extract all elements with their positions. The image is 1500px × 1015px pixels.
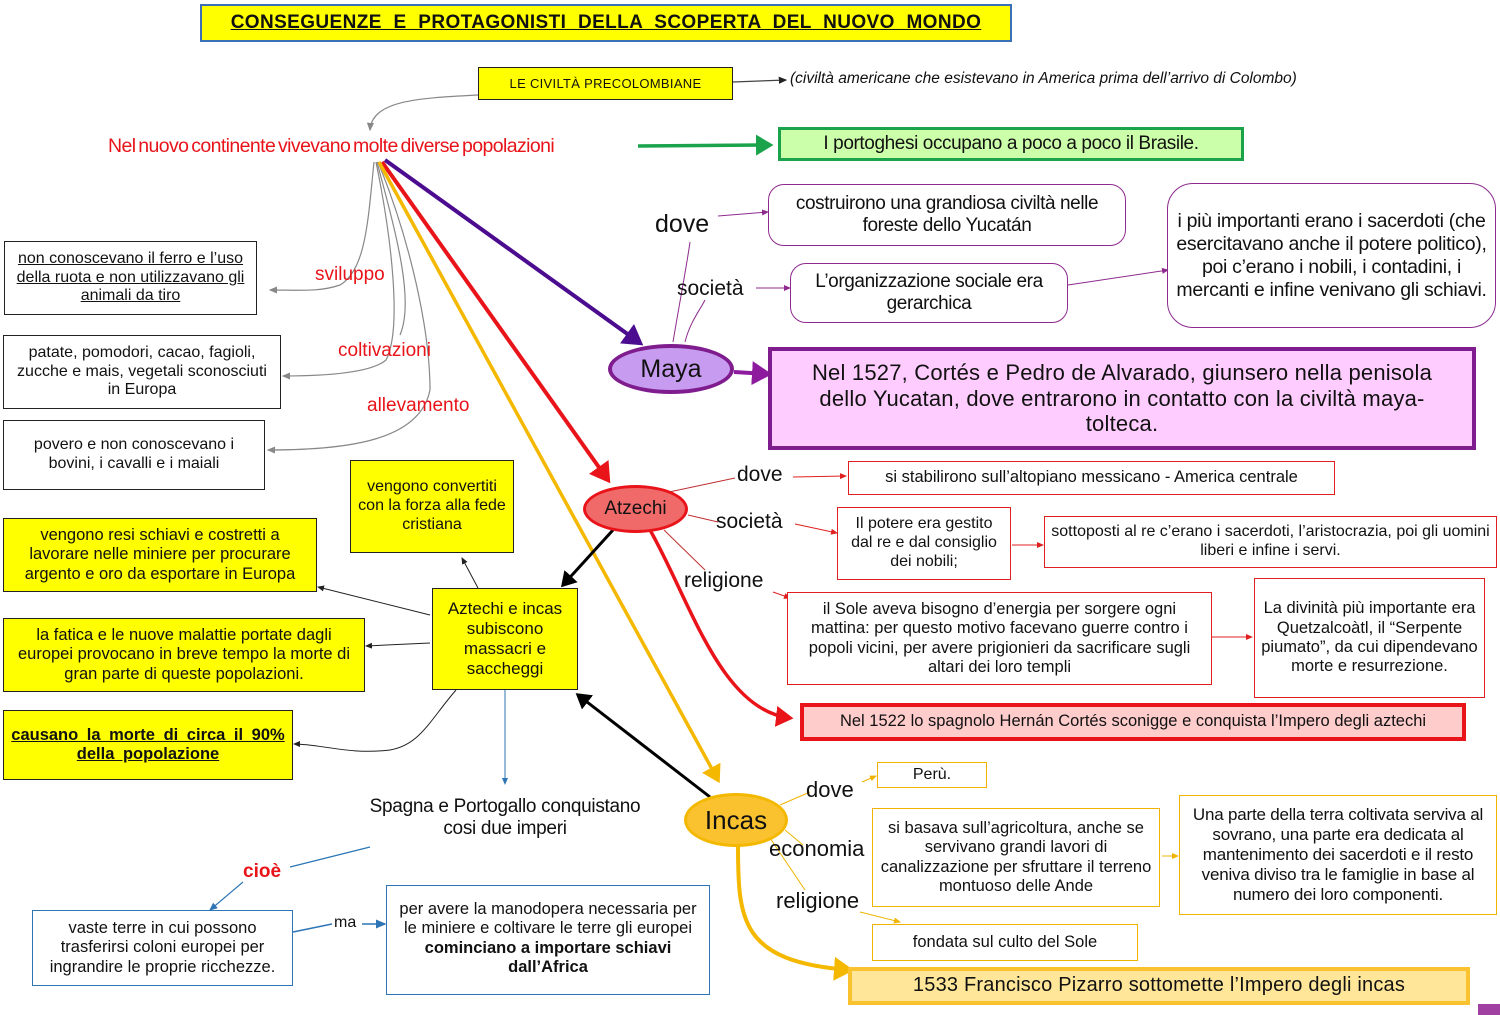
aztechi-to-hub <box>560 528 615 588</box>
sviluppo-box: non conoscevano il ferro e l’uso della r… <box>4 241 257 315</box>
maya-to-event <box>733 361 772 386</box>
morte-box: causano la morte di circa il 90% della p… <box>3 710 293 780</box>
label-coltivazioni: coltivazioni <box>338 340 431 361</box>
convertiti-box: vengono convertiti con la forza alla fed… <box>350 460 514 553</box>
maya-societa-detail: i più importanti erano i sacerdoti (che … <box>1167 183 1496 328</box>
allevamento-box: povero e non conoscevano i bovini, i cav… <box>3 420 265 490</box>
arrow-to-brasile <box>637 134 774 156</box>
incas-economia-label: economia <box>769 836 865 861</box>
arrow-to-note <box>732 76 788 84</box>
maya-node: Maya <box>608 344 734 394</box>
aztechi-label: Atzechi <box>604 498 667 519</box>
schiavi-box: vengono resi schiavi e costretti a lavor… <box>3 518 317 592</box>
aztechi-societa-label: società <box>716 510 783 533</box>
corner-marker <box>1478 1004 1500 1015</box>
aztechi-dove-box: si stabilirono sull’altopiano messicano … <box>848 461 1335 495</box>
incas-event-box: 1533 Francisco Pizarro sottomette l’Impe… <box>848 967 1470 1005</box>
label-sviluppo: sviluppo <box>315 264 385 285</box>
malattie-box: la fatica e le nuove malattie portate da… <box>3 618 365 692</box>
aztechi-religione-detail: La divinità più importante era Quetzalco… <box>1254 578 1485 698</box>
incas-religione-label: religione <box>776 888 860 913</box>
incas-economia-detail: Una parte della terra coltivata serviva … <box>1179 795 1497 915</box>
page-title: CONSEGUENZE E PROTAGONISTI DELLA SCOPERT… <box>200 4 1012 42</box>
manodopera-text: per avere la manodopera necessaria per l… <box>399 900 697 938</box>
aztechi-to-event <box>648 529 794 727</box>
maya-event-box: Nel 1527, Cortés e Pedro de Alvarado, gi… <box>768 347 1476 450</box>
aztechi-dove-label: dove <box>737 463 783 486</box>
incas-label: Incas <box>704 804 768 835</box>
incas-dove-label: dove <box>806 777 854 802</box>
incas-economia-box: si basava sull’agricoltura, anche se ser… <box>872 808 1160 907</box>
precolombiane-box: LE CIVILTÀ PRECOLOMBIANE <box>478 67 733 100</box>
precolombiane-note: (civiltà americane che esistevano in Ame… <box>790 70 1297 87</box>
central-node: Nel nuovo continente vivevano molte dive… <box>108 135 555 157</box>
brasile-box: I portoghesi occupano a poco a poco il B… <box>778 127 1244 161</box>
incas-to-hub <box>575 693 711 799</box>
label-allevamento: allevamento <box>367 395 470 416</box>
morte-text: causano la morte di circa il 90% della p… <box>11 725 285 763</box>
coltivazioni-box: patate, pomodori, cacao, fagioli, zucche… <box>3 335 281 409</box>
maya-label: Maya <box>640 354 702 383</box>
arrow-to-central <box>366 94 479 132</box>
ma-label: ma <box>334 914 357 931</box>
maya-societa-box: L’organizzazione sociale era gerarchica <box>790 263 1068 323</box>
hub-box: Aztechi e incas subiscono massacri e sac… <box>432 588 578 690</box>
incas-religione-box: fondata sul culto del Sole <box>872 924 1138 961</box>
manodopera-bold: cominciano a importare schiavi dall’Afri… <box>424 938 672 977</box>
imperi-text: Spagna e Portogallo conquistano cosi due… <box>369 795 641 839</box>
incas-node: Incas <box>684 793 788 847</box>
maya-dove-box: costruirono una grandiosa civiltà nelle … <box>768 184 1126 246</box>
aztechi-religione-box: il Sole aveva bisogno d’energia per sorg… <box>787 592 1212 685</box>
maya-societa-label: società <box>677 277 744 300</box>
aztechi-node: Atzechi <box>583 485 688 533</box>
incas-dove-box: Perù. <box>877 762 987 788</box>
cioe-label: cioè <box>243 861 282 882</box>
maya-dove-label: dove <box>655 210 710 238</box>
arrow-to-maya <box>383 158 644 346</box>
terre-box: vaste terre in cui possono trasferirsi c… <box>32 910 293 986</box>
aztechi-religione-label: religione <box>684 569 764 592</box>
aztechi-societa-box: Il potere era gestito dal re e dal consi… <box>837 507 1011 580</box>
aztechi-event-box: Nel 1522 lo spagnolo Hernán Cortés sconi… <box>800 703 1466 741</box>
aztechi-societa-detail: sottoposti al re c’erano i sacerdoti, l’… <box>1044 516 1497 568</box>
manodopera-box: per avere la manodopera necessaria per l… <box>386 885 710 995</box>
arrow-to-aztechi <box>380 160 611 484</box>
branch-extra <box>376 161 406 336</box>
